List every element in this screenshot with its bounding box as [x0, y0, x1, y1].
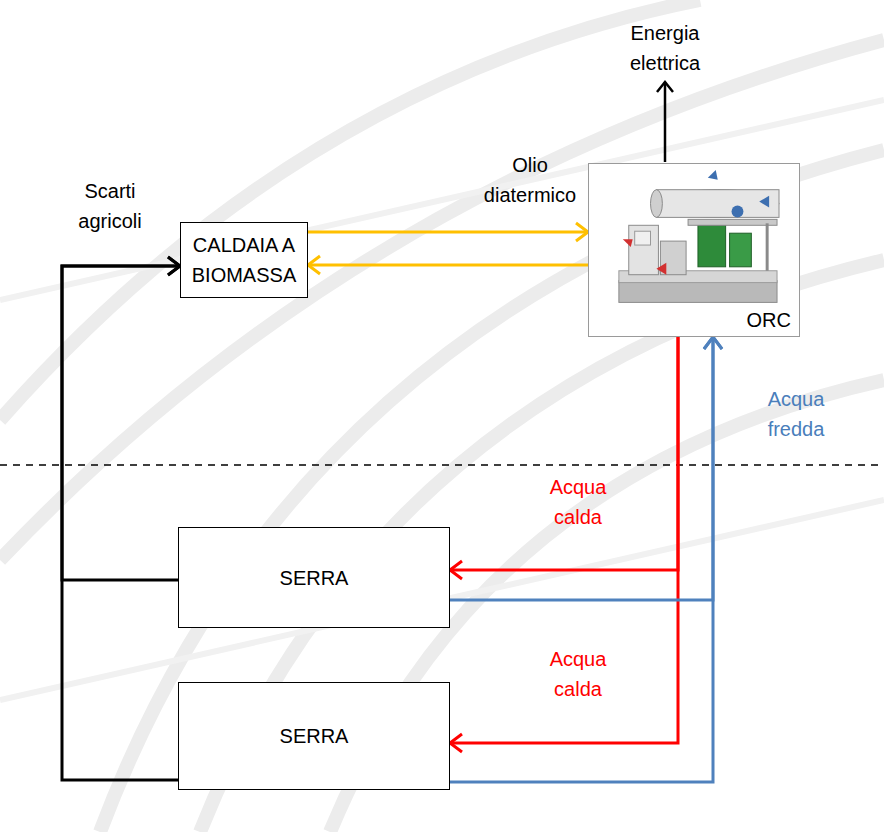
process-box: SERRA	[178, 682, 450, 790]
process-box: SERRA	[178, 527, 450, 628]
flow-label: Olio diatermico	[465, 150, 595, 210]
flow-line	[450, 337, 713, 782]
box-label: CALDAIA A BIOMASSA	[181, 230, 307, 290]
box-label: SERRA	[280, 721, 349, 751]
arrowhead	[168, 257, 180, 275]
arrowhead	[576, 223, 588, 241]
flow-connector	[450, 337, 722, 600]
flow-connector	[62, 257, 180, 580]
arrowhead	[450, 561, 462, 579]
box-label: SERRA	[280, 563, 349, 593]
flow-connector	[308, 223, 588, 241]
unit-label: ORC	[747, 308, 791, 332]
power-arrow	[664, 82, 667, 162]
flow-line	[62, 266, 180, 580]
flow-connector	[450, 337, 678, 579]
boundary-line	[0, 464, 884, 466]
flow-label: Acqua fredda	[746, 384, 846, 444]
flow-connector	[450, 337, 722, 782]
flow-line	[450, 337, 678, 743]
arrowhead	[450, 734, 462, 752]
arrowhead	[308, 256, 320, 274]
flow-line	[308, 231, 588, 234]
orc-unit-box: ORC	[588, 163, 800, 337]
flow-label: Acqua calda	[533, 644, 623, 704]
flow-connector	[450, 337, 678, 752]
process-box: CALDAIA A BIOMASSA	[180, 222, 308, 298]
flow-connector	[62, 257, 180, 780]
flow-label: Scarti agricoli	[65, 176, 155, 236]
flow-label: Acqua calda	[533, 472, 623, 532]
flow-line	[450, 337, 713, 600]
flow-line	[308, 264, 588, 267]
flow-line	[450, 337, 678, 570]
output-label: Energia elettrica	[605, 18, 725, 78]
arrowhead	[704, 337, 722, 349]
flow-line	[62, 266, 180, 780]
flow-connector	[308, 256, 588, 274]
power-arrowhead	[657, 82, 673, 92]
